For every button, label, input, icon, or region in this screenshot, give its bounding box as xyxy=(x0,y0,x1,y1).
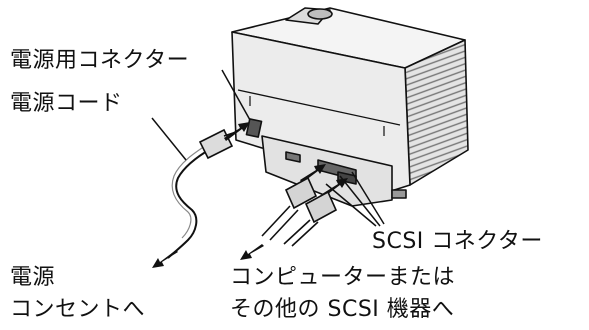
arrow xyxy=(240,244,264,260)
computer-label: コンピューターまたは その他の SCSI 機器へ xyxy=(230,262,455,326)
leader-lines xyxy=(151,69,385,227)
leader-scsi-3 xyxy=(339,175,381,227)
computer-label-line1: コンピューターまたは xyxy=(230,265,456,290)
outlet-label-line2: コンセントへ xyxy=(10,297,146,322)
scsi-ports xyxy=(285,151,301,163)
power-cord-label: 電源コード xyxy=(10,91,123,116)
computer-label-line2: その他の SCSI 機器へ xyxy=(230,297,455,322)
arrow xyxy=(224,122,250,141)
leader-scsi-2 xyxy=(351,171,385,225)
power-connector-socket xyxy=(245,118,263,138)
leader-power-connector xyxy=(221,69,251,121)
power-connector-label: 電源用コネクター xyxy=(10,48,190,73)
arrow xyxy=(152,250,178,268)
paper-knob-icon xyxy=(307,8,333,20)
outlet-label: 電源 コンセントへ xyxy=(10,262,145,326)
power-cord xyxy=(167,128,237,259)
leader-power-cord xyxy=(151,117,187,161)
cord-plug xyxy=(198,128,234,160)
outlet-label-line1: 電源 xyxy=(10,265,56,290)
leader-scsi-1 xyxy=(325,183,377,227)
scsi-cable xyxy=(261,176,338,247)
printer-illustration xyxy=(231,7,469,207)
scsi-connector-label: SCSI コネクター xyxy=(372,229,543,254)
